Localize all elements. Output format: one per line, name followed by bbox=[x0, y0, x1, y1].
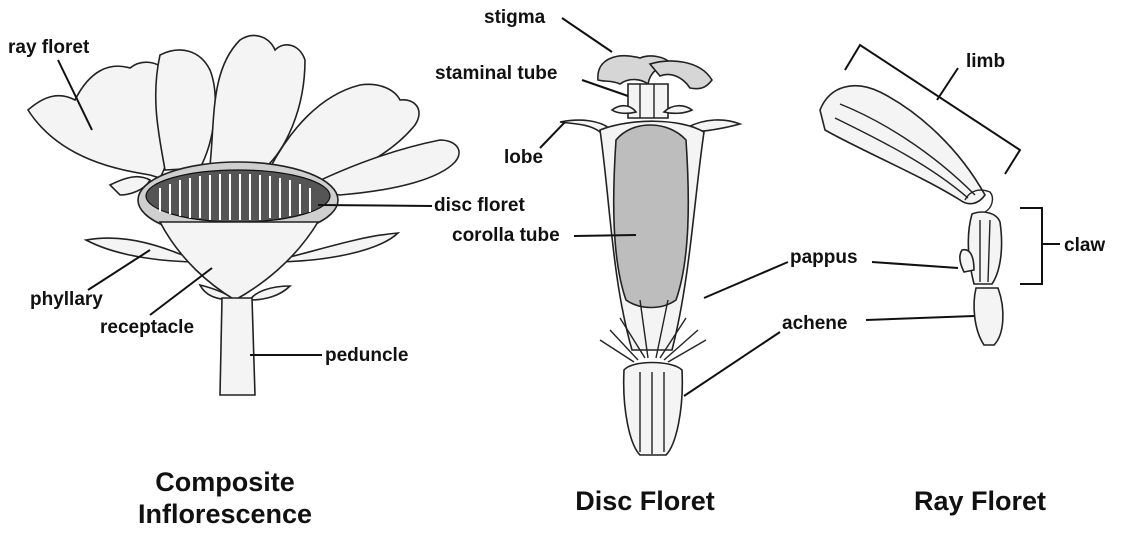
label-receptacle: receptacle bbox=[100, 318, 194, 337]
label-phyllary: phyllary bbox=[30, 290, 103, 309]
disc-floret-drawing bbox=[560, 56, 740, 455]
label-achene: achene bbox=[782, 314, 847, 333]
label-claw: claw bbox=[1064, 236, 1105, 255]
caption-composite-line2: Inflorescence bbox=[110, 498, 340, 530]
caption-composite-inflorescence: Composite Inflorescence bbox=[110, 466, 340, 531]
label-stigma: stigma bbox=[484, 8, 545, 27]
label-ray-floret: ray floret bbox=[8, 38, 89, 57]
composite-inflorescence-drawing bbox=[28, 35, 459, 395]
label-pappus: pappus bbox=[790, 248, 858, 267]
label-corolla-tube: corolla tube bbox=[452, 226, 560, 245]
label-staminal-tube: staminal tube bbox=[435, 64, 557, 83]
caption-ray-floret: Ray Floret bbox=[880, 485, 1080, 517]
label-peduncle: peduncle bbox=[325, 346, 408, 365]
caption-composite-line1: Composite bbox=[110, 466, 340, 498]
ray-floret-drawing bbox=[820, 86, 1003, 345]
label-lobe: lobe bbox=[504, 148, 543, 167]
caption-disc-floret: Disc Floret bbox=[545, 485, 745, 517]
label-limb: limb bbox=[966, 52, 1005, 71]
label-disc-floret: disc floret bbox=[434, 196, 525, 215]
